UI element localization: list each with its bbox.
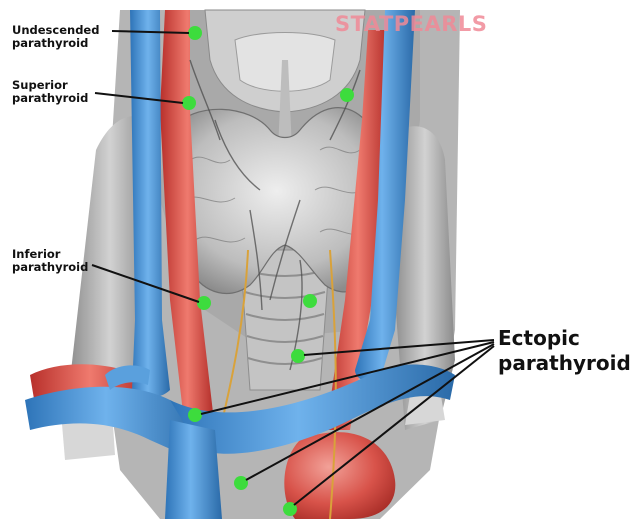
label-undescended-parathyroid: Undescended parathyroid bbox=[12, 24, 99, 50]
label-ectopic-parathyroid: Ectopic parathyroid bbox=[498, 326, 631, 376]
watermark: STATPEARLS bbox=[335, 12, 487, 36]
marker-inferior-right bbox=[303, 294, 317, 308]
marker-superior-right bbox=[340, 88, 354, 102]
label-line: parathyroid bbox=[12, 37, 99, 50]
marker-ectopic-2 bbox=[188, 408, 202, 422]
marker-undescended-left bbox=[188, 26, 202, 40]
label-superior-parathyroid: Superior parathyroid bbox=[12, 79, 88, 105]
label-line: parathyroid bbox=[498, 351, 631, 376]
marker-ectopic-1 bbox=[291, 349, 305, 363]
label-inferior-parathyroid: Inferior parathyroid bbox=[12, 248, 88, 274]
label-line: Ectopic bbox=[498, 326, 631, 351]
label-line: parathyroid bbox=[12, 261, 88, 274]
marker-ectopic-3 bbox=[234, 476, 248, 490]
marker-superior-left bbox=[182, 96, 196, 110]
marker-inferior-left bbox=[197, 296, 211, 310]
label-line: parathyroid bbox=[12, 92, 88, 105]
